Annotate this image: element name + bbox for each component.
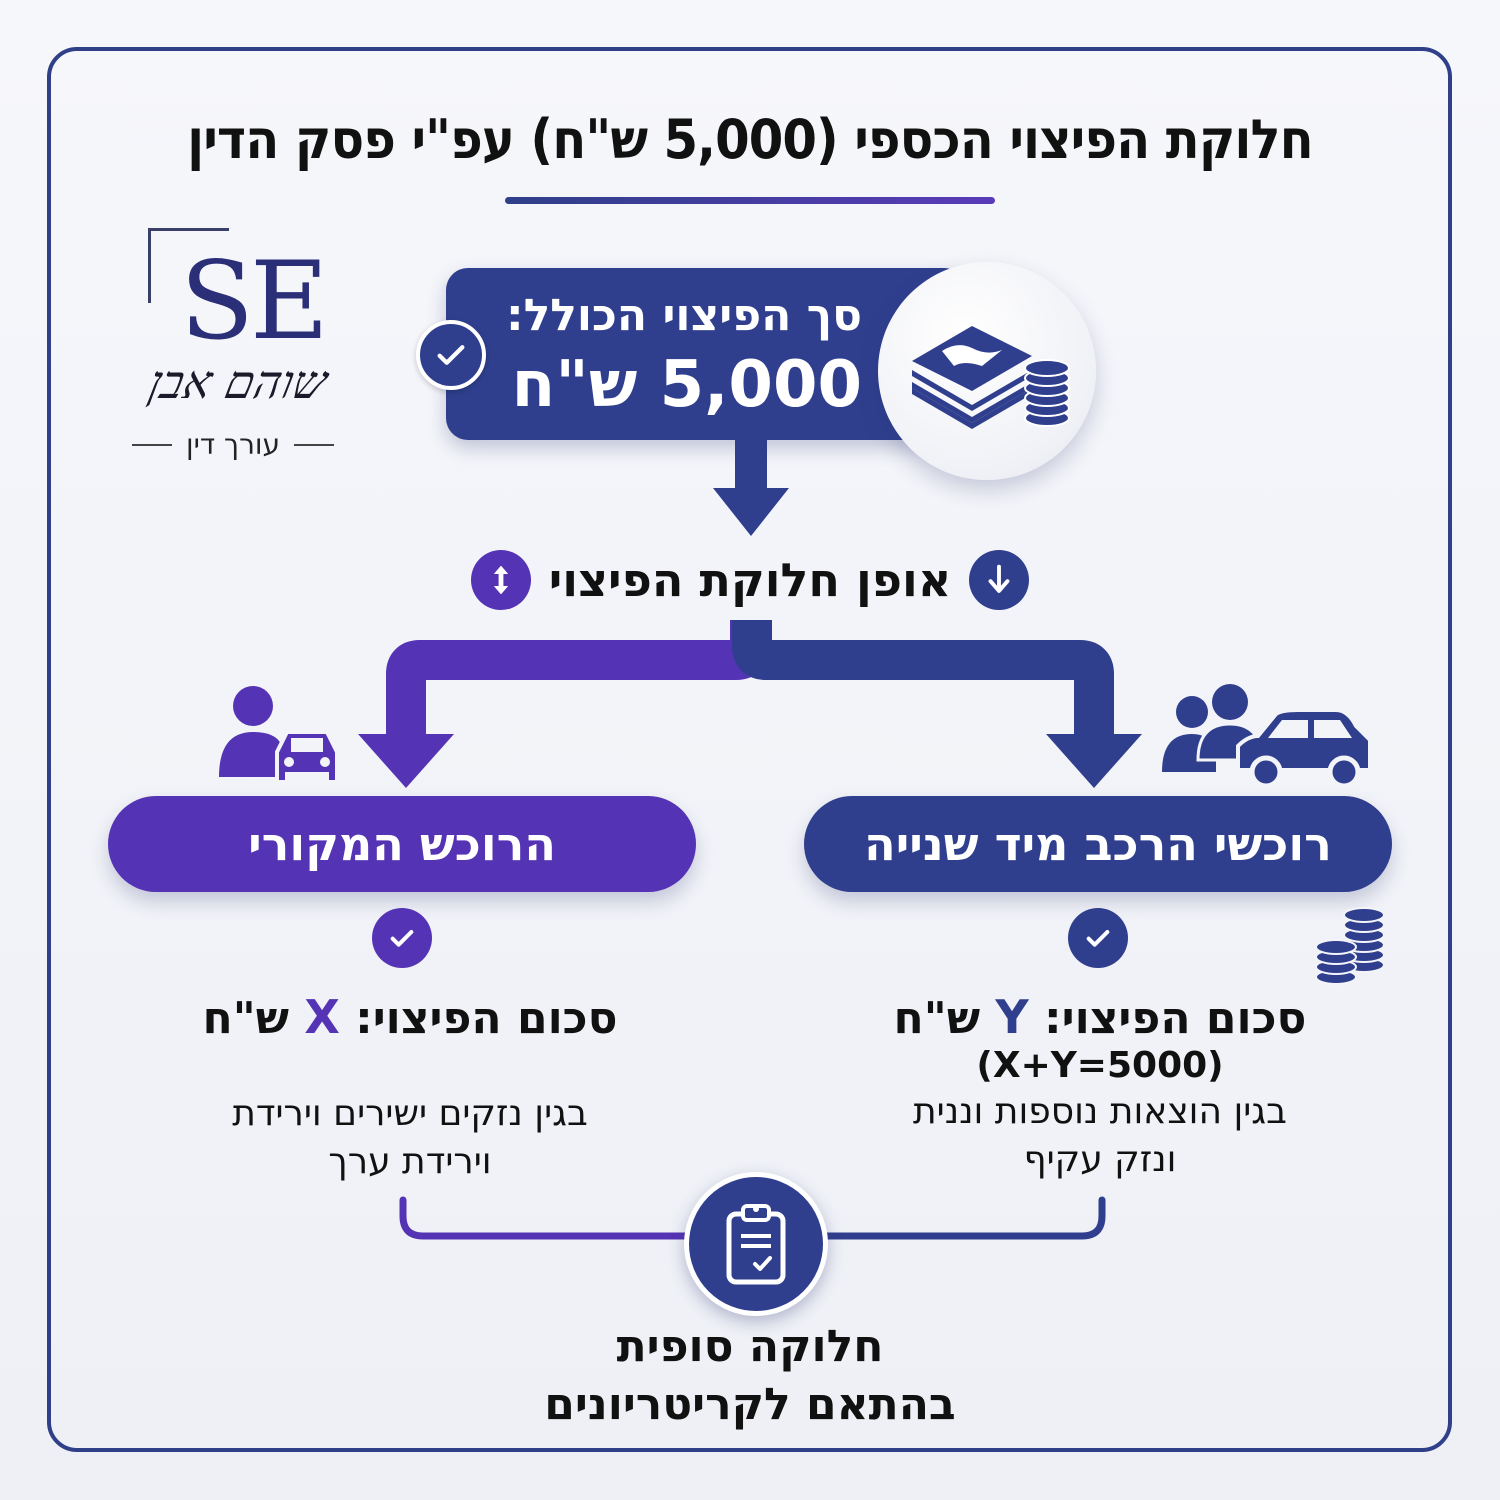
final-line: חלוקה סופית <box>616 1321 884 1372</box>
original-buyer-description: בגין נזקים ישירים וירידת וירידת ערך <box>150 1090 670 1186</box>
amount-currency: ש"ח <box>893 993 981 1044</box>
arrows-vertical-circle-icon <box>470 550 531 610</box>
distribution-method-heading: אופן חלוקת הפיצוי <box>470 548 1030 612</box>
method-label: אופן חלוקת הפיצוי <box>548 553 952 607</box>
total-label: סך הפיצוי הכולל: <box>506 290 862 341</box>
description-line: ונזק עקיף <box>1023 1139 1177 1180</box>
amount-prefix: סכום הפיצוי: <box>355 993 618 1044</box>
arrow-down-circle-icon <box>969 550 1030 610</box>
description-line: בגין הוצאות נוספות וננית <box>913 1091 1287 1132</box>
flow-arrow-stem <box>735 440 767 490</box>
clipboard-check-icon <box>684 1172 828 1316</box>
check-icon <box>416 320 486 390</box>
branch-pill-second-hand-buyers: רוכשי הרכב מיד שנייה <box>804 796 1392 892</box>
amount-variable: X <box>304 990 340 1044</box>
infographic-frame <box>47 47 1452 1452</box>
divider <box>131 443 172 446</box>
flow-arrow-head <box>713 488 789 536</box>
total-value: 5,000 ש"ח <box>511 348 862 422</box>
branch-arrows <box>358 620 1142 788</box>
amount-currency: ש"ח <box>202 993 289 1044</box>
page-title: חלוקת הפיצוי הכספי (5,000 ש"ח) עפ"י פסק … <box>187 108 1314 171</box>
final-distribution-text: חלוקה סופית בהתאם לקריטריונים <box>450 1318 1050 1434</box>
check-icon <box>372 908 432 968</box>
branch-title: הרוכש המקורי <box>248 817 556 871</box>
logo-subtitle-row: עורך דין <box>118 428 348 461</box>
person-car-icon <box>219 686 339 784</box>
compensation-amount-x: סכום הפיצוי: X ש"ח <box>150 990 670 1044</box>
amount-prefix: סכום הפיצוי: <box>1044 993 1307 1044</box>
description-line: בגין נזקים ישירים וירידת <box>232 1093 588 1134</box>
branch-pill-original-buyer: הרוכש המקורי <box>108 796 696 892</box>
branch-title: רוכשי הרכב מיד שנייה <box>864 817 1332 871</box>
title-underline <box>505 197 995 204</box>
compensation-amount-y: סכום הפיצוי: Y ש"ח <box>840 990 1360 1044</box>
logo-corner-bracket <box>148 228 229 303</box>
money-stack-icon <box>878 262 1096 480</box>
amount-variable: Y <box>995 990 1029 1044</box>
divider <box>294 443 335 446</box>
logo-subtitle: עורך דין <box>185 428 281 461</box>
check-icon <box>1068 908 1128 968</box>
people-car-icon <box>1162 684 1372 789</box>
merge-connector <box>399 1196 1106 1240</box>
logo-monogram: SE <box>180 239 329 364</box>
final-line: בהתאם לקריטריונים <box>544 1379 956 1430</box>
second-hand-buyers-description: בגין הוצאות נוספות וננית ונזק עקיף <box>840 1088 1360 1184</box>
sum-formula: (X+Y=5000) <box>976 1045 1224 1086</box>
coins-icon <box>1315 907 1385 985</box>
logo-name: שוהם אבן <box>144 355 332 409</box>
description-line: וירידת ערך <box>328 1141 492 1182</box>
